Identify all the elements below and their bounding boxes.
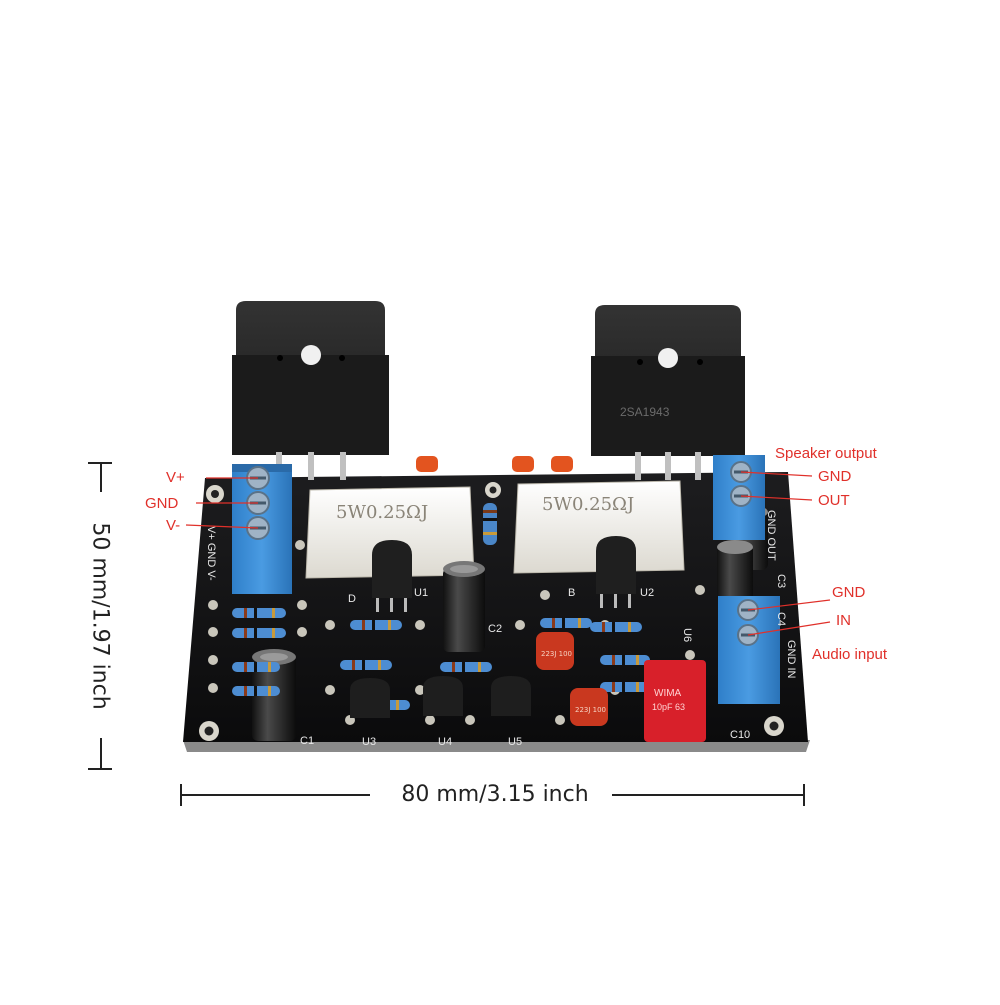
resistor-left-marking: 5W0.25ΩJ: [336, 502, 428, 523]
wima-value: 10pF 63: [652, 702, 685, 712]
silk-c2: C2: [488, 623, 502, 635]
label-out: OUT: [818, 492, 850, 509]
electrolytic-capacitor-mid: [443, 561, 485, 652]
terminal-block-power: [232, 464, 292, 594]
label-v-minus: V-: [166, 517, 181, 534]
label-gnd-audio: GND: [832, 584, 866, 601]
driver-transistor-u1: [372, 540, 412, 612]
silk-c1: C1: [300, 735, 314, 747]
silk-power: V+ GND V-: [205, 526, 217, 581]
silk-c3: C3: [775, 574, 787, 588]
power-transistor-left: [232, 301, 389, 480]
silk-u6: U6: [681, 628, 693, 642]
silk-d: D: [348, 593, 356, 605]
small-resistor-mid: [483, 503, 497, 545]
callout-lines: [185, 471, 831, 636]
width-dimension-label: 80 mm/3.15 inch: [401, 782, 589, 807]
label-gnd-power: GND: [145, 495, 179, 512]
power-resistor-right: 5W0.25ΩJ: [513, 480, 685, 574]
width-dimension-rule-left: [180, 794, 370, 796]
width-dimension-rule-right: [612, 794, 804, 796]
wima-brand: WIMA: [654, 688, 682, 699]
silk-u5: U5: [508, 736, 522, 748]
label-v-plus: V+: [166, 469, 185, 486]
label-gnd-speaker: GND: [818, 468, 852, 485]
film-capacitors: 223J 100 223J 100: [536, 632, 608, 726]
silk-speaker: GND OUT: [765, 510, 777, 561]
label-speaker-output: Speaker output: [775, 445, 877, 462]
height-dimension-label: 50 mm/1.97 inch: [87, 522, 113, 710]
film-cap-2-marking: 223J 100: [575, 706, 606, 714]
silk-u1: U1: [414, 587, 428, 599]
film-cap-1-marking: 223J 100: [541, 650, 572, 658]
silk-audio: GND IN: [785, 640, 797, 679]
silk-c10: C10: [730, 729, 750, 741]
width-dimension: 80 mm/3.15 inch: [180, 780, 805, 810]
height-dimension-rule-bottom: [100, 738, 102, 768]
pcb-edge: [183, 740, 810, 752]
silk-u3: U3: [362, 736, 376, 748]
height-dimension: 50 mm/1.97 inch: [75, 462, 125, 770]
silk-b: B: [568, 587, 575, 599]
label-in: IN: [836, 612, 851, 629]
width-dimension-tick-right: [803, 784, 805, 806]
silk-u2: U2: [640, 587, 654, 599]
driver-transistor-u2: [596, 536, 636, 608]
mounting-holes: [199, 482, 784, 741]
terminal-block-audio: [718, 596, 780, 704]
signal-transistors: [350, 676, 531, 718]
power-transistor-right: 2SA1943: [591, 305, 745, 480]
power-resistor-left: 5W0.25ΩJ: [305, 486, 475, 579]
height-dimension-rule-top: [100, 462, 102, 492]
silk-u4: U4: [438, 736, 452, 748]
orange-diodes: [416, 456, 573, 472]
transistor-right-marking: 2SA1943: [620, 405, 670, 419]
resistor-right-marking: 5W0.25ΩJ: [542, 494, 634, 515]
electrolytic-capacitor-left: [252, 649, 296, 741]
silkscreen-labels: D U1 B U2 C1 C2 U3 U4 U5 C10 U6 C3 C4 V+…: [205, 510, 797, 748]
height-dimension-tick-bottom: [88, 768, 112, 770]
label-audio-input: Audio input: [812, 646, 888, 663]
silk-c4: C4: [775, 612, 787, 626]
wima-capacitor: WIMA 10pF 63: [644, 660, 706, 742]
